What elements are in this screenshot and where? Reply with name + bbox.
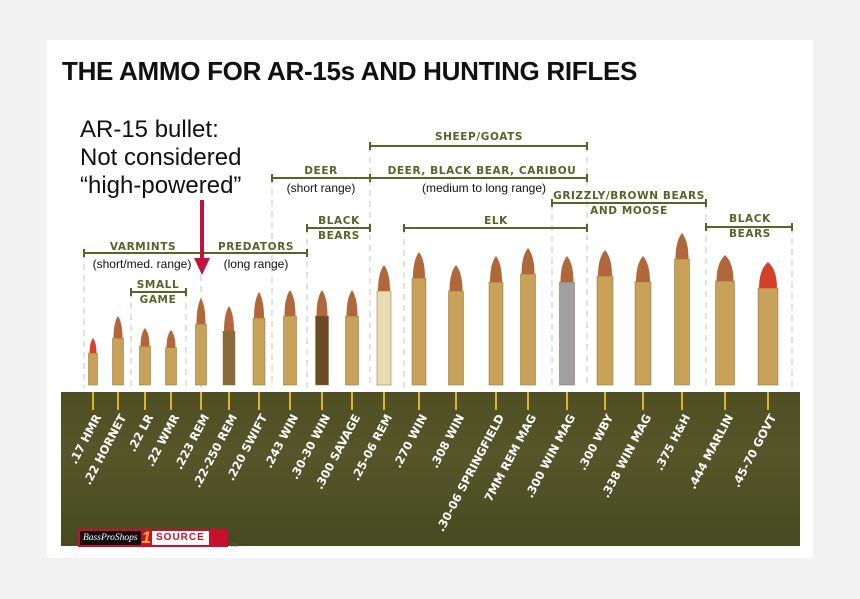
group-black-bears-2b: BEARS [729, 228, 771, 240]
group-elk: ELK [484, 215, 508, 227]
arrow-head-icon [194, 258, 210, 275]
bullet-tip [598, 250, 612, 276]
cartridge-case [88, 352, 98, 386]
group-varmints: VARMINTS [109, 241, 177, 253]
bullet-tip [113, 316, 123, 339]
group-predators: PREDATORS [217, 241, 295, 253]
cartridge-case [195, 323, 207, 386]
cartridge-case [488, 281, 504, 386]
cartridge-case [596, 275, 614, 386]
bullet-tip [254, 292, 264, 318]
group-grizzly-2: AND MOOSE [590, 205, 668, 217]
bullet-tip [675, 233, 689, 259]
cartridge-case [411, 277, 427, 386]
cartridge-case [520, 273, 536, 386]
bullet-tip [636, 256, 650, 282]
cartridge-case [715, 280, 735, 386]
logo-source: SOURCE [152, 531, 209, 545]
cartridge-case [448, 290, 464, 386]
callout-line-1: AR-15 bullet: [80, 116, 219, 143]
group-black-bears-1a: BLACK [318, 215, 360, 227]
bullet-tip [716, 255, 734, 281]
cartridge-case [559, 281, 575, 386]
bullet-tip [759, 262, 777, 288]
cartridge-case [283, 315, 297, 386]
cartridge-case [222, 331, 236, 386]
cartridge-case [165, 347, 177, 386]
bullet-tip [378, 265, 390, 291]
cartridge-case [345, 315, 359, 386]
cartridge-case [112, 337, 124, 386]
cartridge-case [376, 290, 392, 386]
group-varmints-range: (short/med. range) [92, 257, 192, 271]
cartridge-case [315, 315, 329, 386]
logo-one: 1 [141, 528, 152, 547]
trademark: TM [230, 543, 238, 549]
group-deer-bear-caribou: DEER, BLACK BEAR, CARIBOU [387, 165, 577, 177]
bullet-tip [413, 252, 425, 278]
bullet-tip [521, 248, 535, 274]
bullet-tip [346, 290, 358, 316]
cartridge-case [757, 287, 779, 386]
group-deer: DEER [304, 165, 338, 177]
basspro-logo: BassProShops 1 SOURCE [78, 528, 228, 547]
bullet-tip [560, 256, 574, 282]
bullet-tip [224, 306, 234, 332]
page-title: THE AMMO FOR AR-15s AND HUNTING RIFLES [62, 56, 638, 86]
group-small-game-1: SMALL [136, 279, 180, 291]
cartridge-case [634, 281, 652, 386]
bullet-tip [140, 328, 150, 347]
logo-brand: BassProShops [80, 531, 141, 545]
bullet-tip [316, 290, 328, 316]
group-predators-range: (long range) [223, 257, 289, 271]
group-grizzly-1: GRIZZLY/BROWN BEARS [553, 190, 705, 202]
group-deer-range: (short range) [286, 181, 356, 195]
cartridge-case [674, 258, 690, 386]
callout-line-2: Not considered [80, 144, 242, 171]
group-black-bears-2a: BLACK [729, 213, 771, 225]
bullet-tip [284, 290, 296, 316]
camo-band [61, 392, 800, 546]
bullet-tip [89, 338, 97, 354]
group-deer-bear-caribou-range: (medium to long range) [421, 181, 547, 195]
cartridge-case [252, 317, 266, 386]
group-sheep-goats: SHEEP/GOATS [434, 131, 524, 143]
cartridge-case [139, 345, 151, 386]
callout-line-3: “high-powered” [80, 172, 242, 199]
group-small-game-2: GAME [139, 294, 177, 306]
bullet-tip [449, 265, 463, 291]
group-black-bears-1b: BEARS [318, 230, 360, 242]
bullet-tip [196, 298, 206, 324]
bullet-tip [490, 256, 502, 282]
bullet-tip [166, 330, 176, 348]
